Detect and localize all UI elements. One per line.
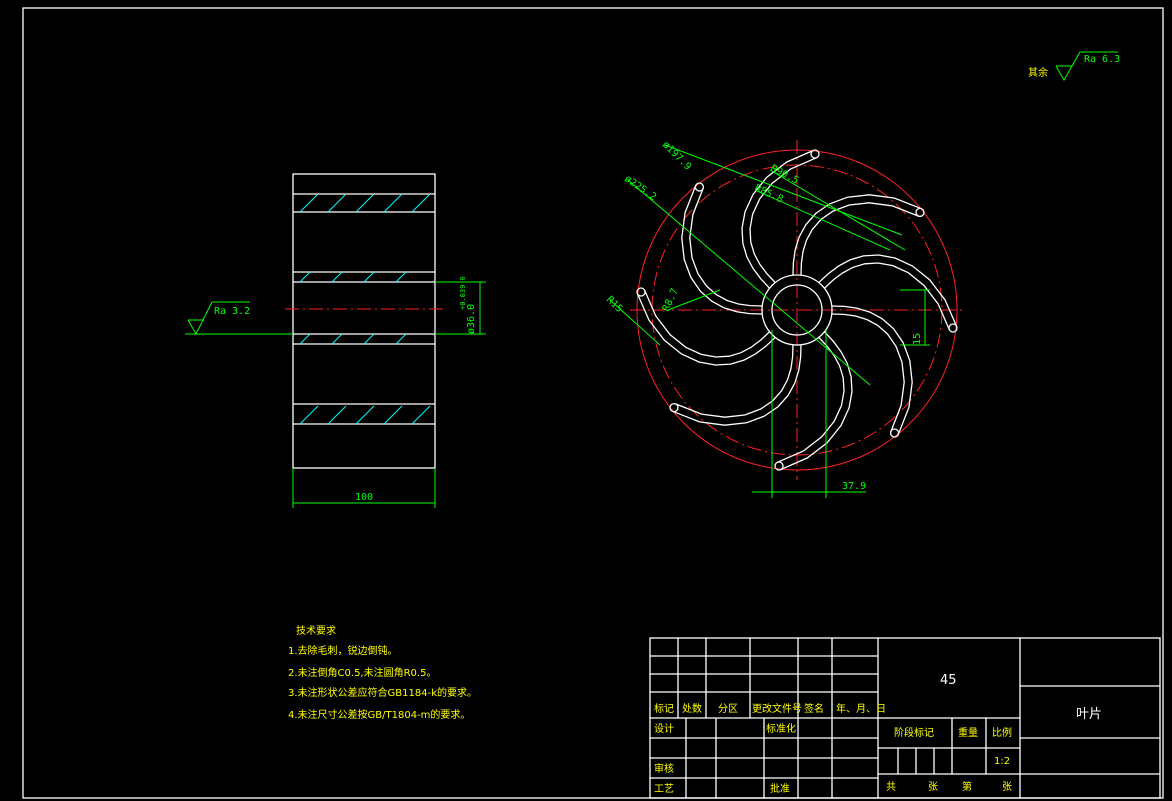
svg-text:比例: 比例 xyxy=(992,726,1012,739)
side-roughness-symbol: Ra 3.2 xyxy=(185,301,293,336)
blade-edge xyxy=(780,331,853,471)
blade-edge xyxy=(777,337,845,463)
svg-text:R15: R15 xyxy=(604,294,625,315)
blade-edge xyxy=(831,313,905,432)
blade-edge xyxy=(818,254,958,327)
svg-text:张: 张 xyxy=(928,781,938,793)
front-view: ø197.9 ø225.2 R90.5 R85.8 R15 R8.7 15 37… xyxy=(604,139,965,498)
blade-edge xyxy=(672,345,802,426)
blade-tip xyxy=(810,149,820,159)
blade-tip xyxy=(915,207,925,218)
svg-text:处数: 处数 xyxy=(682,702,702,715)
blade-tip xyxy=(669,402,679,413)
svg-text:工艺: 工艺 xyxy=(654,783,674,795)
blade-edge xyxy=(749,157,817,283)
svg-text:分区: 分区 xyxy=(718,703,738,715)
svg-text:1.去除毛刺，锐边倒钝。: 1.去除毛刺，锐边倒钝。 xyxy=(288,644,398,657)
hub-outer xyxy=(761,274,833,346)
svg-text:第: 第 xyxy=(962,780,972,793)
blade-edge xyxy=(832,305,913,435)
blade-edge xyxy=(681,185,762,315)
svg-text:更改文件号: 更改文件号 xyxy=(752,702,802,715)
svg-text:2.未注倒角C0.5,未注圆角R0.5。: 2.未注倒角C0.5,未注圆角R0.5。 xyxy=(288,666,436,679)
svg-text:ø36.0: ø36.0 xyxy=(466,304,477,334)
tech-requirements: 技术要求 1.去除毛刺，锐边倒钝。 2.未注倒角C0.5,未注圆角R0.5。 3… xyxy=(288,624,477,721)
svg-text:3.未注形状公差应符合GB1184-k的要求。: 3.未注形状公差应符合GB1184-k的要求。 xyxy=(288,686,477,699)
svg-text:Ra 6.3: Ra 6.3 xyxy=(1084,54,1120,65)
svg-text:45: 45 xyxy=(940,673,957,688)
blade-edge xyxy=(675,344,794,418)
svg-text:R8.7: R8.7 xyxy=(661,287,681,313)
svg-text:ø225.2: ø225.2 xyxy=(622,173,658,203)
svg-text:重量: 重量 xyxy=(958,726,978,739)
svg-text:1:2: 1:2 xyxy=(994,756,1010,767)
blade-tip xyxy=(889,428,900,438)
hatching xyxy=(299,193,431,425)
blade-edge xyxy=(689,188,763,307)
general-roughness-symbol: 其余 Ra 6.3 xyxy=(1028,51,1120,82)
side-outline xyxy=(292,173,436,469)
blade-tip xyxy=(636,287,646,297)
width-dimension: 100 xyxy=(292,468,436,508)
svg-text:4.未注尺寸公差按GB/T1804-m的要求。: 4.未注尺寸公差按GB/T1804-m的要求。 xyxy=(288,708,470,721)
svg-text:标记: 标记 xyxy=(654,703,674,715)
svg-text:设计: 设计 xyxy=(654,722,674,735)
blade-tip xyxy=(948,323,958,333)
svg-text:15: 15 xyxy=(912,333,923,345)
title-block: 标记 处数 分区 更改文件号 签名 年、月、日 设计 标准化 审核 工艺 批准 … xyxy=(649,637,1161,799)
blade-tip xyxy=(774,461,784,471)
svg-text:其余: 其余 xyxy=(1028,66,1048,79)
svg-text:阶段标记: 阶段标记 xyxy=(894,726,934,739)
side-view: Ra 3.2 ø36.0 +0.039 0 100 xyxy=(185,173,486,508)
hub-bore xyxy=(771,284,823,336)
svg-text:37.9: 37.9 xyxy=(842,481,866,492)
svg-text:技术要求: 技术要求 xyxy=(296,624,336,637)
svg-text:年、月、日: 年、月、日 xyxy=(836,702,886,715)
blade-tip xyxy=(694,182,705,192)
svg-text:标准化: 标准化 xyxy=(766,722,796,735)
blade-edge xyxy=(800,202,919,276)
drawing-border xyxy=(22,7,1164,799)
svg-text:审核: 审核 xyxy=(654,762,674,775)
svg-text:+0.039 0: +0.039 0 xyxy=(459,276,467,310)
svg-text:ø197.9: ø197.9 xyxy=(660,139,693,172)
svg-text:100: 100 xyxy=(355,492,373,503)
svg-text:签名: 签名 xyxy=(804,702,824,715)
bore-dimension: ø36.0 +0.039 0 xyxy=(435,276,486,335)
blade-edge xyxy=(636,293,776,366)
svg-text:共: 共 xyxy=(886,781,896,793)
svg-text:张: 张 xyxy=(1002,781,1012,793)
svg-text:叶片: 叶片 xyxy=(1076,707,1102,722)
blade-edge xyxy=(792,194,922,275)
blade-edge xyxy=(644,290,770,358)
blade-edge xyxy=(824,262,950,330)
svg-text:Ra 3.2: Ra 3.2 xyxy=(214,306,250,317)
svg-text:批准: 批准 xyxy=(770,782,790,795)
